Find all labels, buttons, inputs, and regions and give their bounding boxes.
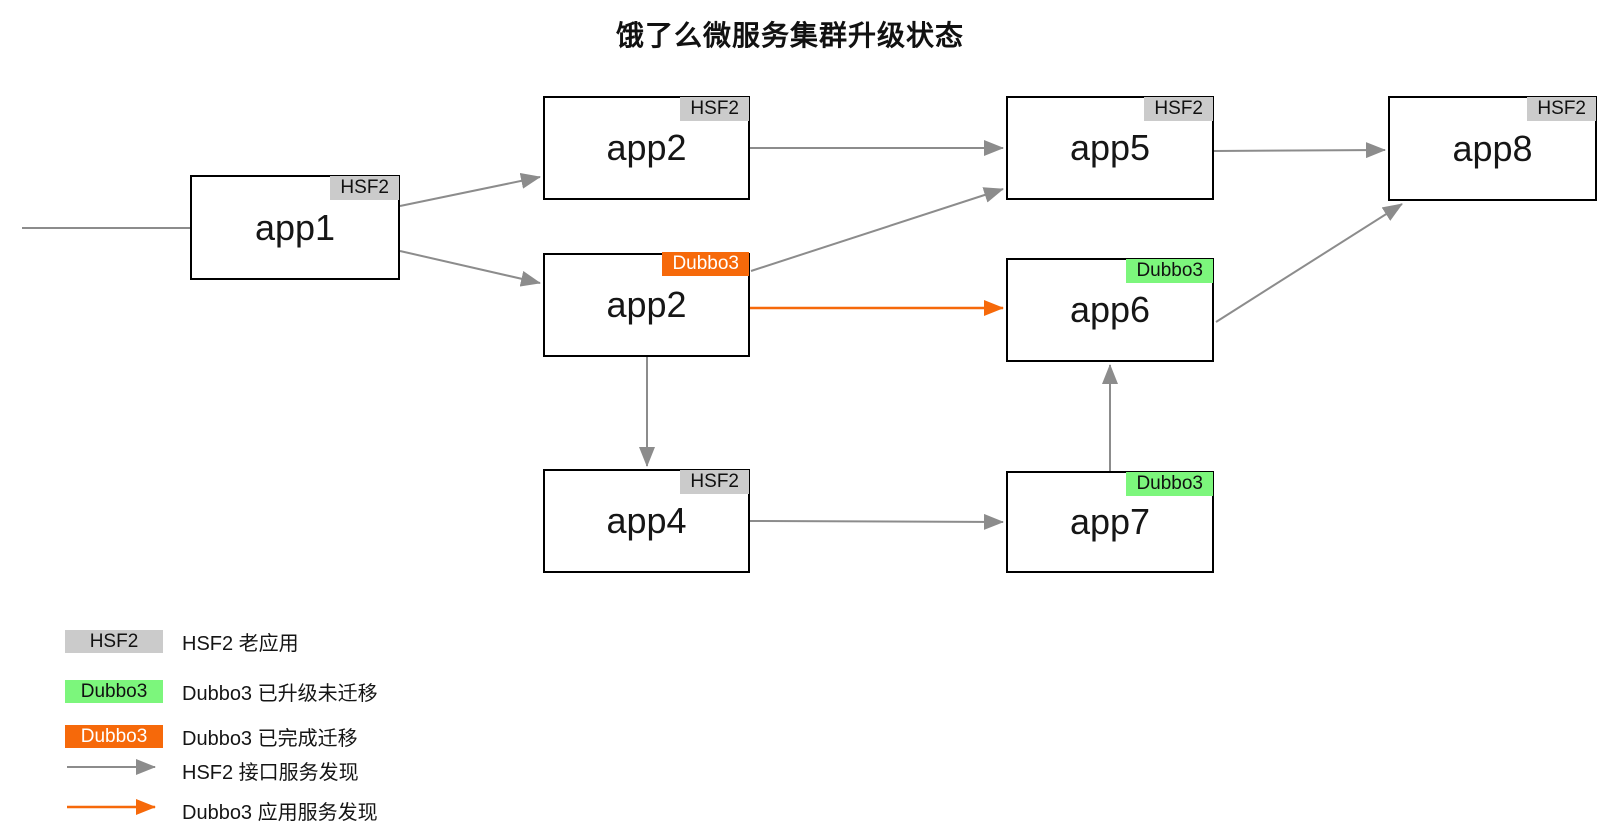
edge-app2dubbo-app5 (750, 187, 1004, 272)
node-label-app1: app1 (254, 206, 336, 248)
node-label-app7: app7 (1069, 501, 1151, 542)
node-app8: HSF2 app8 (1388, 96, 1597, 201)
hsf2-tag-badge: HSF2 (680, 97, 749, 121)
node-app2-hsf2: HSF2 app2 (543, 96, 750, 200)
legend-label: Dubbo3 已升级未迁移 (182, 683, 378, 705)
gray-arrow-sample (65, 759, 163, 782)
hsf2-tag-badge: HSF2 (1527, 97, 1596, 121)
dubbo3-upgraded-tag-badge: Dubbo3 (1126, 472, 1213, 496)
node-app6: Dubbo3 app6 (1006, 258, 1214, 362)
node-label-app2: app2 (606, 284, 687, 325)
legend-row-dubbo3-arrow: Dubbo3 应用服务发现 (65, 796, 378, 825)
legend-row-hsf2: HSF2 HSF2 老应用 (65, 627, 299, 656)
node-label-app5: app5 (1069, 127, 1151, 168)
hsf2-tag-badge: HSF2 (1144, 97, 1213, 121)
legend-label: Dubbo3 应用服务发现 (182, 802, 378, 824)
node-app1: HSF2 app1 (190, 175, 400, 280)
hsf2-tag-badge: HSF2 (680, 470, 749, 494)
legend-label: HSF2 老应用 (182, 633, 299, 655)
dubbo3-upgraded-tag-badge: Dubbo3 (65, 680, 163, 703)
hsf2-tag-badge: HSF2 (65, 630, 163, 653)
hsf2-tag-badge: HSF2 (330, 176, 399, 200)
orange-arrow-sample (65, 799, 163, 822)
edge-app5-app8 (1213, 142, 1386, 159)
legend-row-hsf2-arrow: HSF2 接口服务发现 (65, 756, 359, 785)
edge-app4-app7 (749, 513, 1004, 530)
node-label-app2: app2 (606, 127, 687, 168)
node-label-app8: app8 (1452, 127, 1533, 169)
node-label-app4: app4 (606, 500, 687, 541)
node-app4: HSF2 app4 (543, 469, 750, 573)
legend-label: Dubbo3 已完成迁移 (182, 728, 358, 750)
node-label-app6: app6 (1069, 289, 1151, 330)
diagram-title: 饿了么微服务集群升级状态 (615, 20, 964, 51)
dubbo3-upgraded-tag-badge: Dubbo3 (1126, 259, 1213, 283)
dubbo3-migrated-tag-badge: Dubbo3 (65, 725, 163, 748)
node-app7: Dubbo3 app7 (1006, 471, 1214, 573)
edge-app1-app2dubbo (399, 250, 541, 287)
node-app2-dubbo3: Dubbo3 app2 (543, 252, 750, 357)
legend-row-dubbo3-upgraded: Dubbo3 Dubbo3 已升级未迁移 (65, 677, 378, 706)
dubbo3-migrated-tag-badge: Dubbo3 (662, 252, 749, 276)
legend-label: HSF2 接口服务发现 (182, 762, 359, 784)
legend-row-dubbo3-migrated: Dubbo3 Dubbo3 已完成迁移 (65, 722, 358, 751)
edge-app1-app2top (399, 173, 541, 207)
node-app5: HSF2 app5 (1006, 96, 1214, 200)
edge-app6-app8 (1215, 203, 1403, 323)
